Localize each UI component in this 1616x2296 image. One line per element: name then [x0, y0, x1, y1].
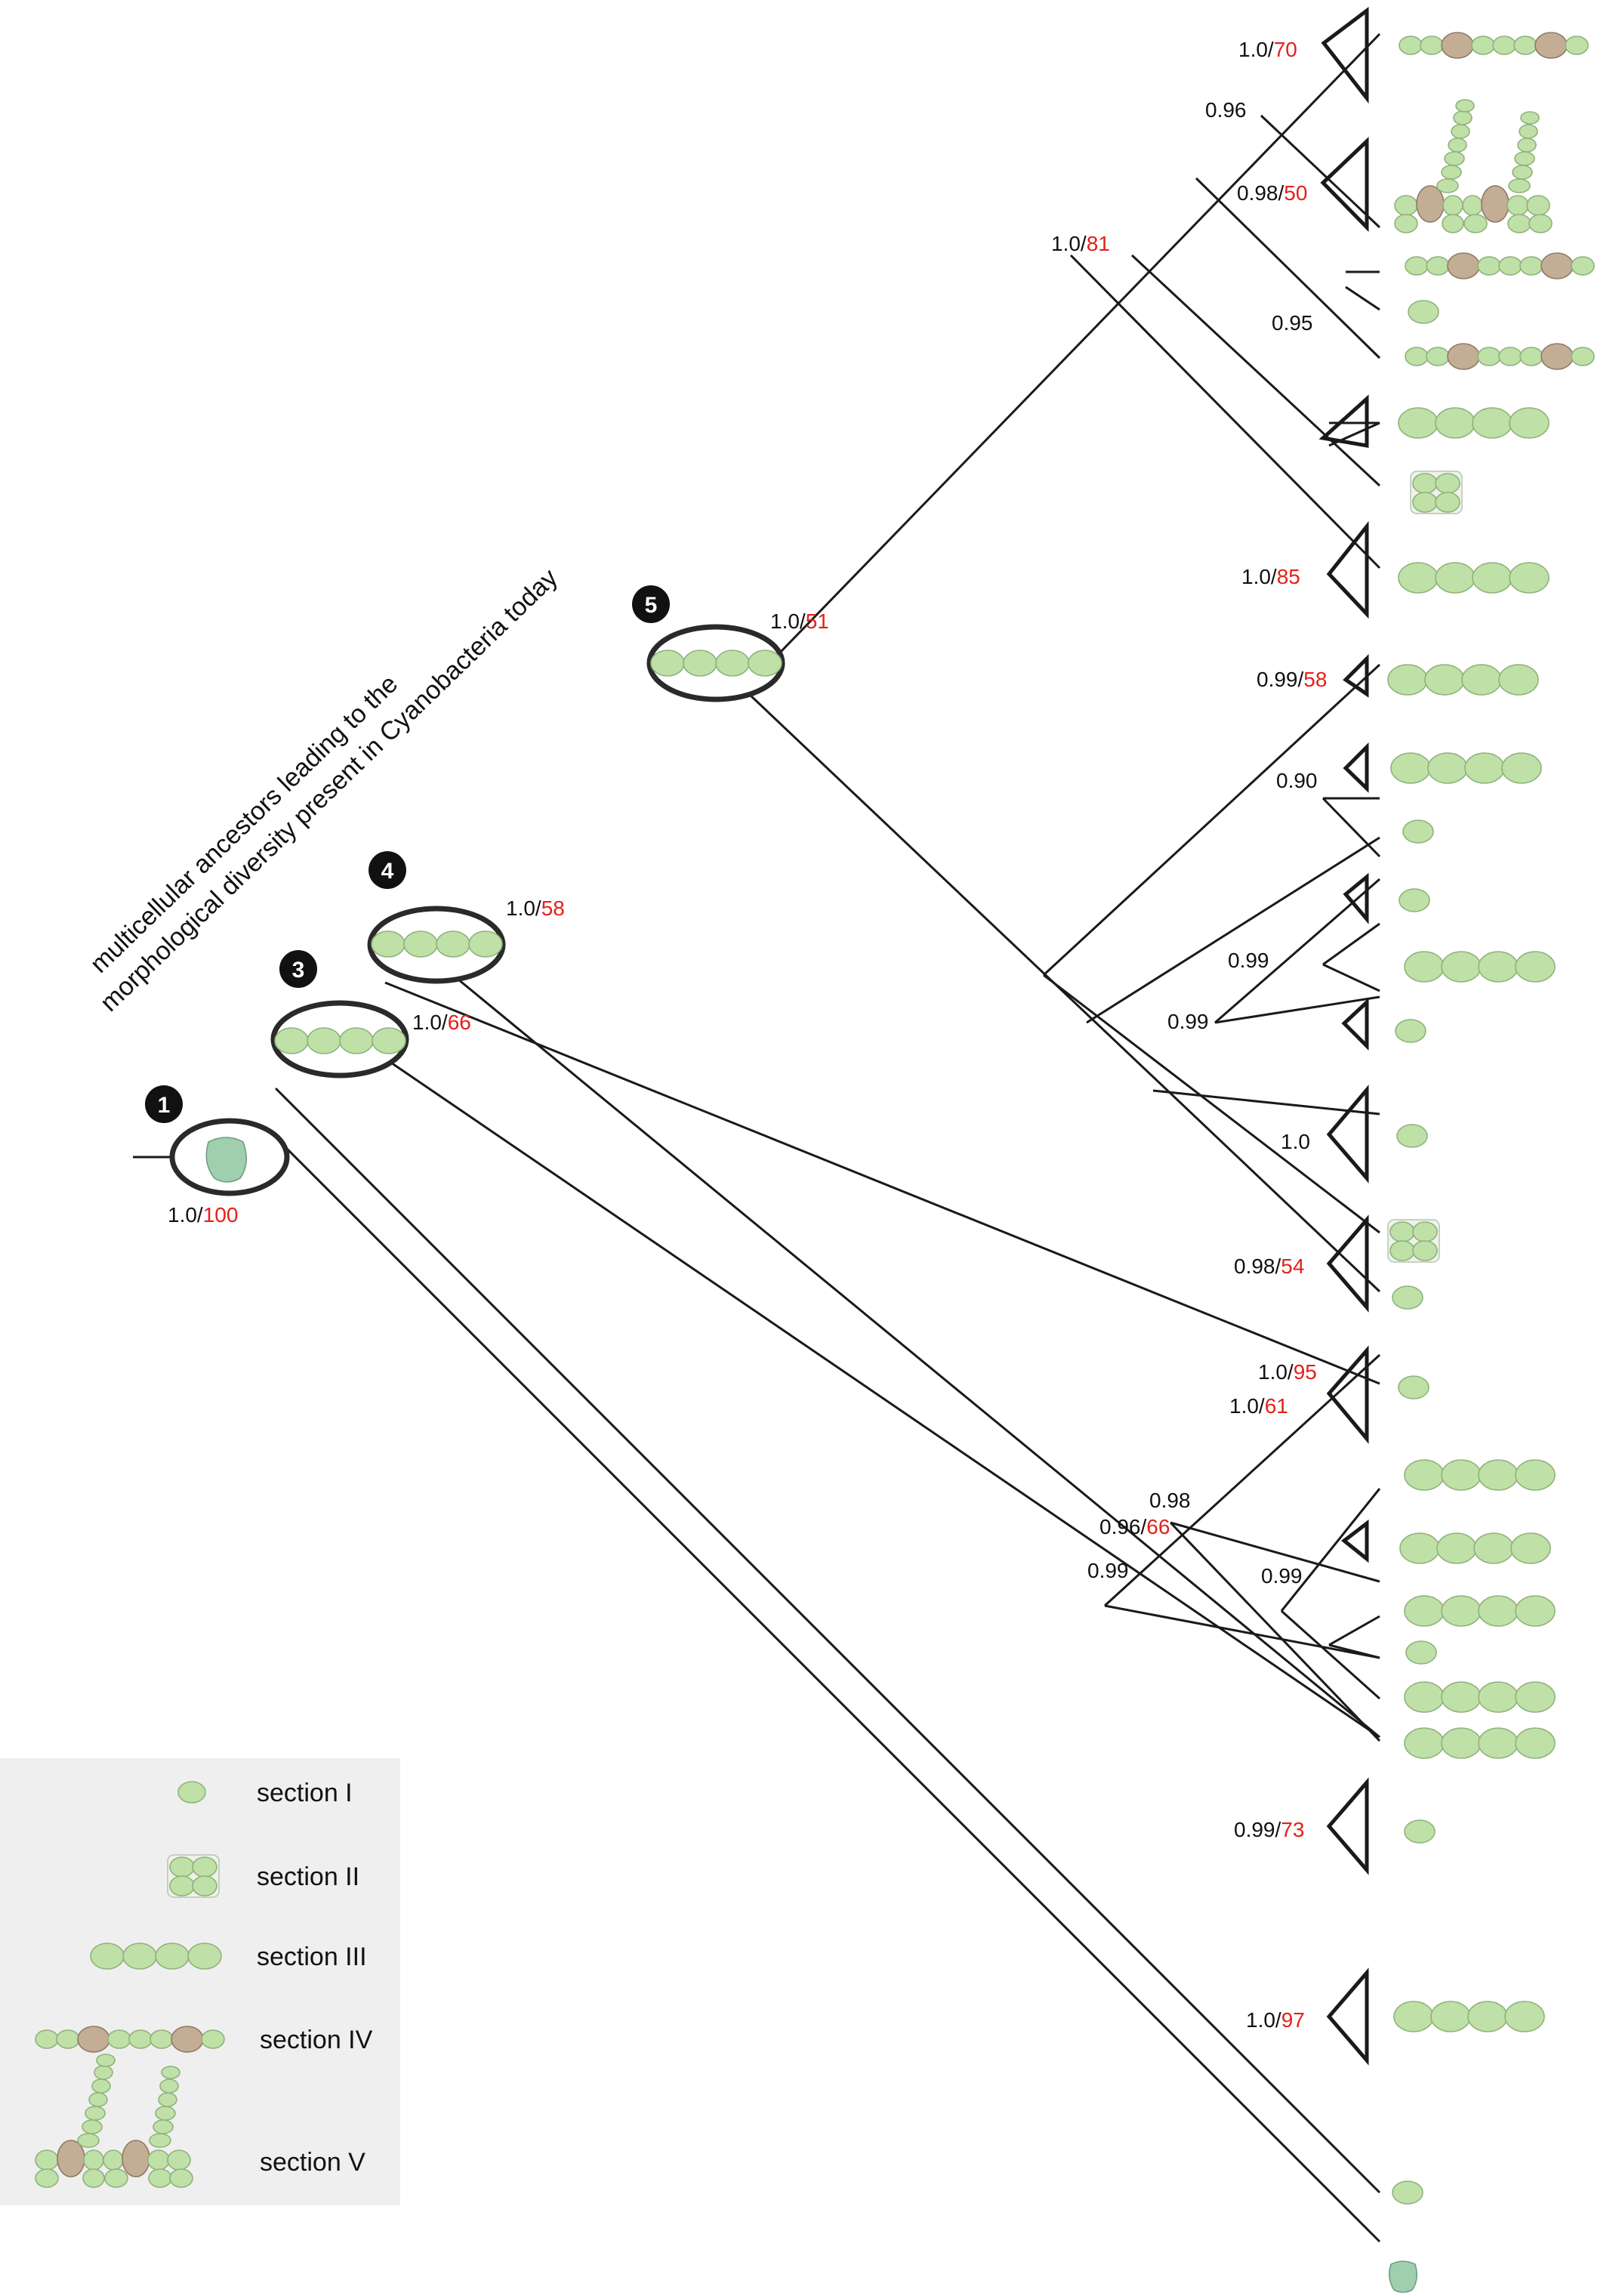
morphology-section-v-icon: [1394, 99, 1553, 233]
morphology-section-i-icon: [1408, 300, 1439, 324]
support-label: 1.0/97: [1246, 2008, 1305, 2032]
morphology-section-i-icon: [1405, 1640, 1437, 1665]
support-label: 1.0/81: [1051, 232, 1110, 255]
support-label: 0.99/58: [1257, 668, 1327, 691]
ancestral-node-5: 5: [632, 585, 785, 702]
node-3-support: 1.0/66: [412, 1011, 471, 1034]
morphology-section-iii-icon: [1404, 1681, 1556, 1713]
support-label: 0.99/73: [1234, 1818, 1304, 1841]
morphology-section-iii-icon: [1398, 562, 1550, 594]
support-label: 1.0: [1281, 1130, 1310, 1153]
morphology-section-iv-icon: [1399, 32, 1589, 59]
node-number-5: 5: [645, 593, 658, 618]
morphology-section-iv-icon: [1405, 343, 1595, 370]
node-5-support: 1.0/51: [770, 609, 829, 633]
legend-label: section IV: [260, 2026, 373, 2054]
support-label: 0.99: [1087, 1559, 1129, 1582]
morphology-section-iii-icon: [1398, 407, 1550, 439]
morphology-section-ii-icon: [1387, 1219, 1440, 1263]
ancestral-node-3: 3: [270, 950, 409, 1079]
legend: section I section II section III section…: [0, 1758, 400, 2205]
morphology-section-i-icon: [1392, 2180, 1423, 2205]
morphology-section-iii-icon: [1387, 664, 1539, 696]
morphology-section-i-icon: [1404, 1819, 1436, 1844]
support-label: 1.0/61: [1229, 1394, 1288, 1418]
morphology-section-i-icon: [1396, 1124, 1428, 1148]
legend-label: section II: [257, 1862, 359, 1891]
node-number-1: 1: [158, 1093, 171, 1118]
morphology-section-i-icon: [1398, 1375, 1429, 1400]
node-1-support: 1.0/100: [168, 1203, 238, 1227]
support-label: 0.99: [1228, 949, 1269, 972]
legend-item-section-v: section V: [35, 2054, 365, 2188]
morphology-section-iii-icon: [1399, 1532, 1551, 1564]
support-label: 0.98/50: [1237, 181, 1307, 205]
node-number-4: 4: [381, 859, 394, 884]
legend-item-section-iii: section III: [90, 1943, 367, 1971]
morphology-section-i-icon: [1395, 1019, 1426, 1043]
tip-morphologies: [1387, 32, 1595, 2293]
collapsed-clades: [1318, 6, 1369, 2066]
morphology-section-i-icon: [1399, 888, 1430, 912]
morphology-section-i-icon: [1402, 819, 1434, 844]
support-label: 0.98/54: [1234, 1254, 1304, 1278]
support-values: 1.0/70 0.96 0.98/50 1.0/81 0.95 1.0/85 0…: [1051, 38, 1327, 2032]
morphology-section-ii-icon: [1410, 471, 1463, 514]
support-label: 1.0/85: [1241, 565, 1300, 588]
morphology-section-iii-icon: [1390, 752, 1542, 784]
support-label: 0.96: [1205, 98, 1247, 122]
support-label: 0.90: [1276, 769, 1318, 792]
legend-label: section I: [257, 1779, 353, 1807]
legend-label: section III: [257, 1943, 367, 1971]
morphology-section-iii-icon: [1393, 2001, 1545, 2032]
support-label: 0.95: [1272, 311, 1313, 335]
support-label: 0.99: [1167, 1010, 1209, 1033]
legend-item-section-i: section I: [177, 1779, 353, 1807]
support-label: 0.98: [1149, 1489, 1191, 1512]
morphology-section-iii-icon: [1404, 951, 1556, 983]
legend-label: section V: [260, 2148, 365, 2177]
ancestral-node-1: 1: [145, 1085, 290, 1196]
morphology-ancestral-icon: [1388, 2261, 1418, 2293]
support-label: 0.96/66: [1099, 1515, 1170, 1538]
annotation-line-1: multicellular ancestors leading to the: [85, 669, 403, 978]
legend-item-section-iv: section IV: [35, 2026, 373, 2054]
support-label: 0.99: [1261, 1564, 1303, 1588]
node-4-support: 1.0/58: [506, 896, 565, 920]
node-number-3: 3: [292, 958, 305, 983]
legend-background: [0, 1758, 400, 2205]
support-label: 1.0/70: [1238, 38, 1297, 61]
morphology-section-iii-icon: [1404, 1595, 1556, 1627]
morphology-section-iii-icon: [1404, 1727, 1556, 1759]
ancestral-node-4: 4: [367, 851, 506, 984]
morphology-section-i-icon: [1392, 1285, 1423, 1310]
support-label: 1.0/95: [1258, 1360, 1317, 1384]
legend-item-section-ii: section II: [167, 1854, 359, 1898]
morphology-section-iv-icon: [1405, 252, 1595, 279]
morphology-section-iii-icon: [1404, 1459, 1556, 1491]
